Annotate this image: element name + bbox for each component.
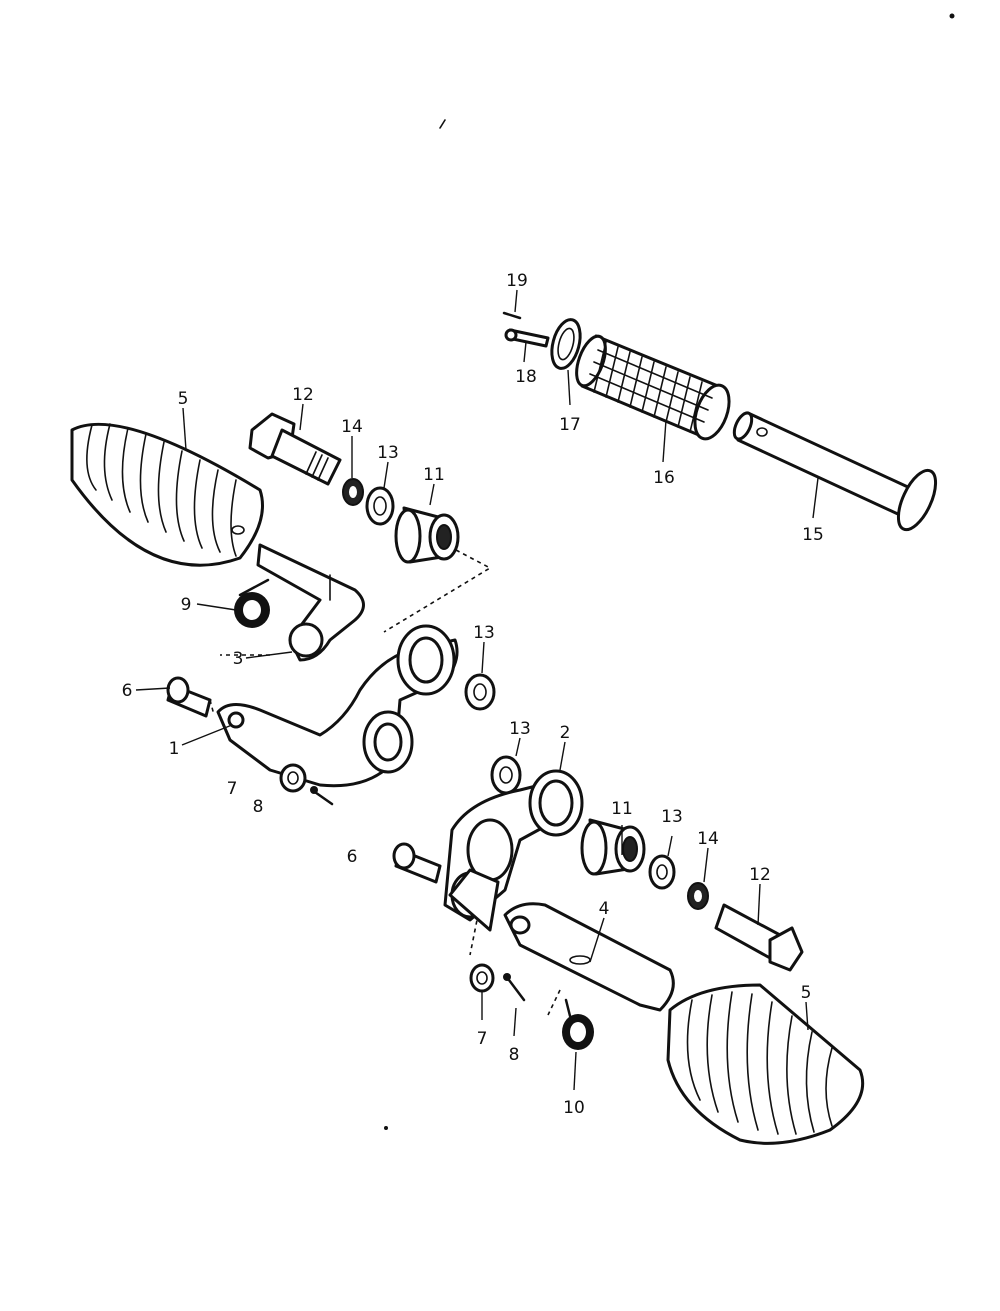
part-13-washer-right-b <box>648 854 676 890</box>
part-6-pin-right <box>392 842 442 884</box>
label-14-left: 14 <box>341 417 363 437</box>
label-15: 15 <box>802 525 824 545</box>
part-16-rubber-grip <box>575 334 731 441</box>
part-7-washer-right <box>469 963 495 993</box>
part-11-bushing-left <box>394 506 460 564</box>
part-12-bolt-left <box>248 412 342 486</box>
label-19: 19 <box>506 271 528 291</box>
scan-specks <box>384 13 955 1130</box>
leader-lines <box>135 289 819 1091</box>
label-13-left-lower: 13 <box>473 623 495 643</box>
label-7-left: 7 <box>227 779 238 799</box>
part-8-cotter-left <box>310 786 334 806</box>
part-12-bolt-right <box>714 903 804 972</box>
label-12-right: 12 <box>749 865 771 885</box>
label-9: 9 <box>181 595 192 615</box>
part-10-spring-right <box>562 998 594 1050</box>
label-3: 3 <box>233 649 244 669</box>
part-9-spring-left <box>234 578 270 628</box>
part-14-spring-washer-right <box>687 882 709 910</box>
part-18-cotter-pin <box>504 328 550 348</box>
part-2-footrest-arm-right <box>443 769 584 932</box>
label-1: 1 <box>169 739 180 759</box>
part-8-cotter-right <box>503 973 526 1002</box>
label-11-left: 11 <box>423 465 445 485</box>
label-17: 17 <box>559 415 581 435</box>
part-1-footrest-arm-left <box>216 624 459 788</box>
label-4: 4 <box>599 899 610 919</box>
part-13-washer-left-upper <box>365 486 395 526</box>
label-10: 10 <box>563 1098 585 1118</box>
label-13-right-a: 13 <box>509 719 531 739</box>
label-2: 2 <box>560 723 571 743</box>
label-7-right: 7 <box>477 1029 488 1049</box>
part-6-pin-left <box>166 676 212 718</box>
label-13-left-upper: 13 <box>377 443 399 463</box>
label-13-right-b: 13 <box>661 807 683 827</box>
label-14-right: 14 <box>697 829 719 849</box>
label-8-left: 8 <box>253 797 264 817</box>
part-11-bushing-right <box>580 818 646 876</box>
label-18: 18 <box>515 367 537 387</box>
label-12-left: 12 <box>292 385 314 405</box>
label-8-right: 8 <box>509 1045 520 1065</box>
label-6-left: 6 <box>122 681 133 701</box>
part-3-footrest-bracket-left <box>256 543 365 662</box>
part-number-labels: 19 18 17 16 15 5 12 14 13 11 9 3 13 6 1 … <box>122 271 824 1118</box>
part-19-clip <box>502 311 522 320</box>
part-5-footrest-rubber-right <box>666 983 865 1145</box>
part-13-washer-left-lower <box>464 673 496 711</box>
part-7-washer-left <box>279 763 307 793</box>
label-16: 16 <box>653 468 675 488</box>
part-5-footrest-rubber-left <box>70 422 264 567</box>
label-5-right: 5 <box>801 983 812 1003</box>
part-13-washer-right-a <box>490 755 522 795</box>
label-11-right: 11 <box>611 799 633 819</box>
part-15-pivot-pin <box>732 411 938 532</box>
label-6-right: 6 <box>347 847 358 867</box>
part-17-washer <box>550 318 582 370</box>
part-4-footrest-bracket-right <box>503 902 675 1012</box>
label-5-left: 5 <box>178 389 189 409</box>
part-14-spring-washer-left <box>342 478 364 506</box>
